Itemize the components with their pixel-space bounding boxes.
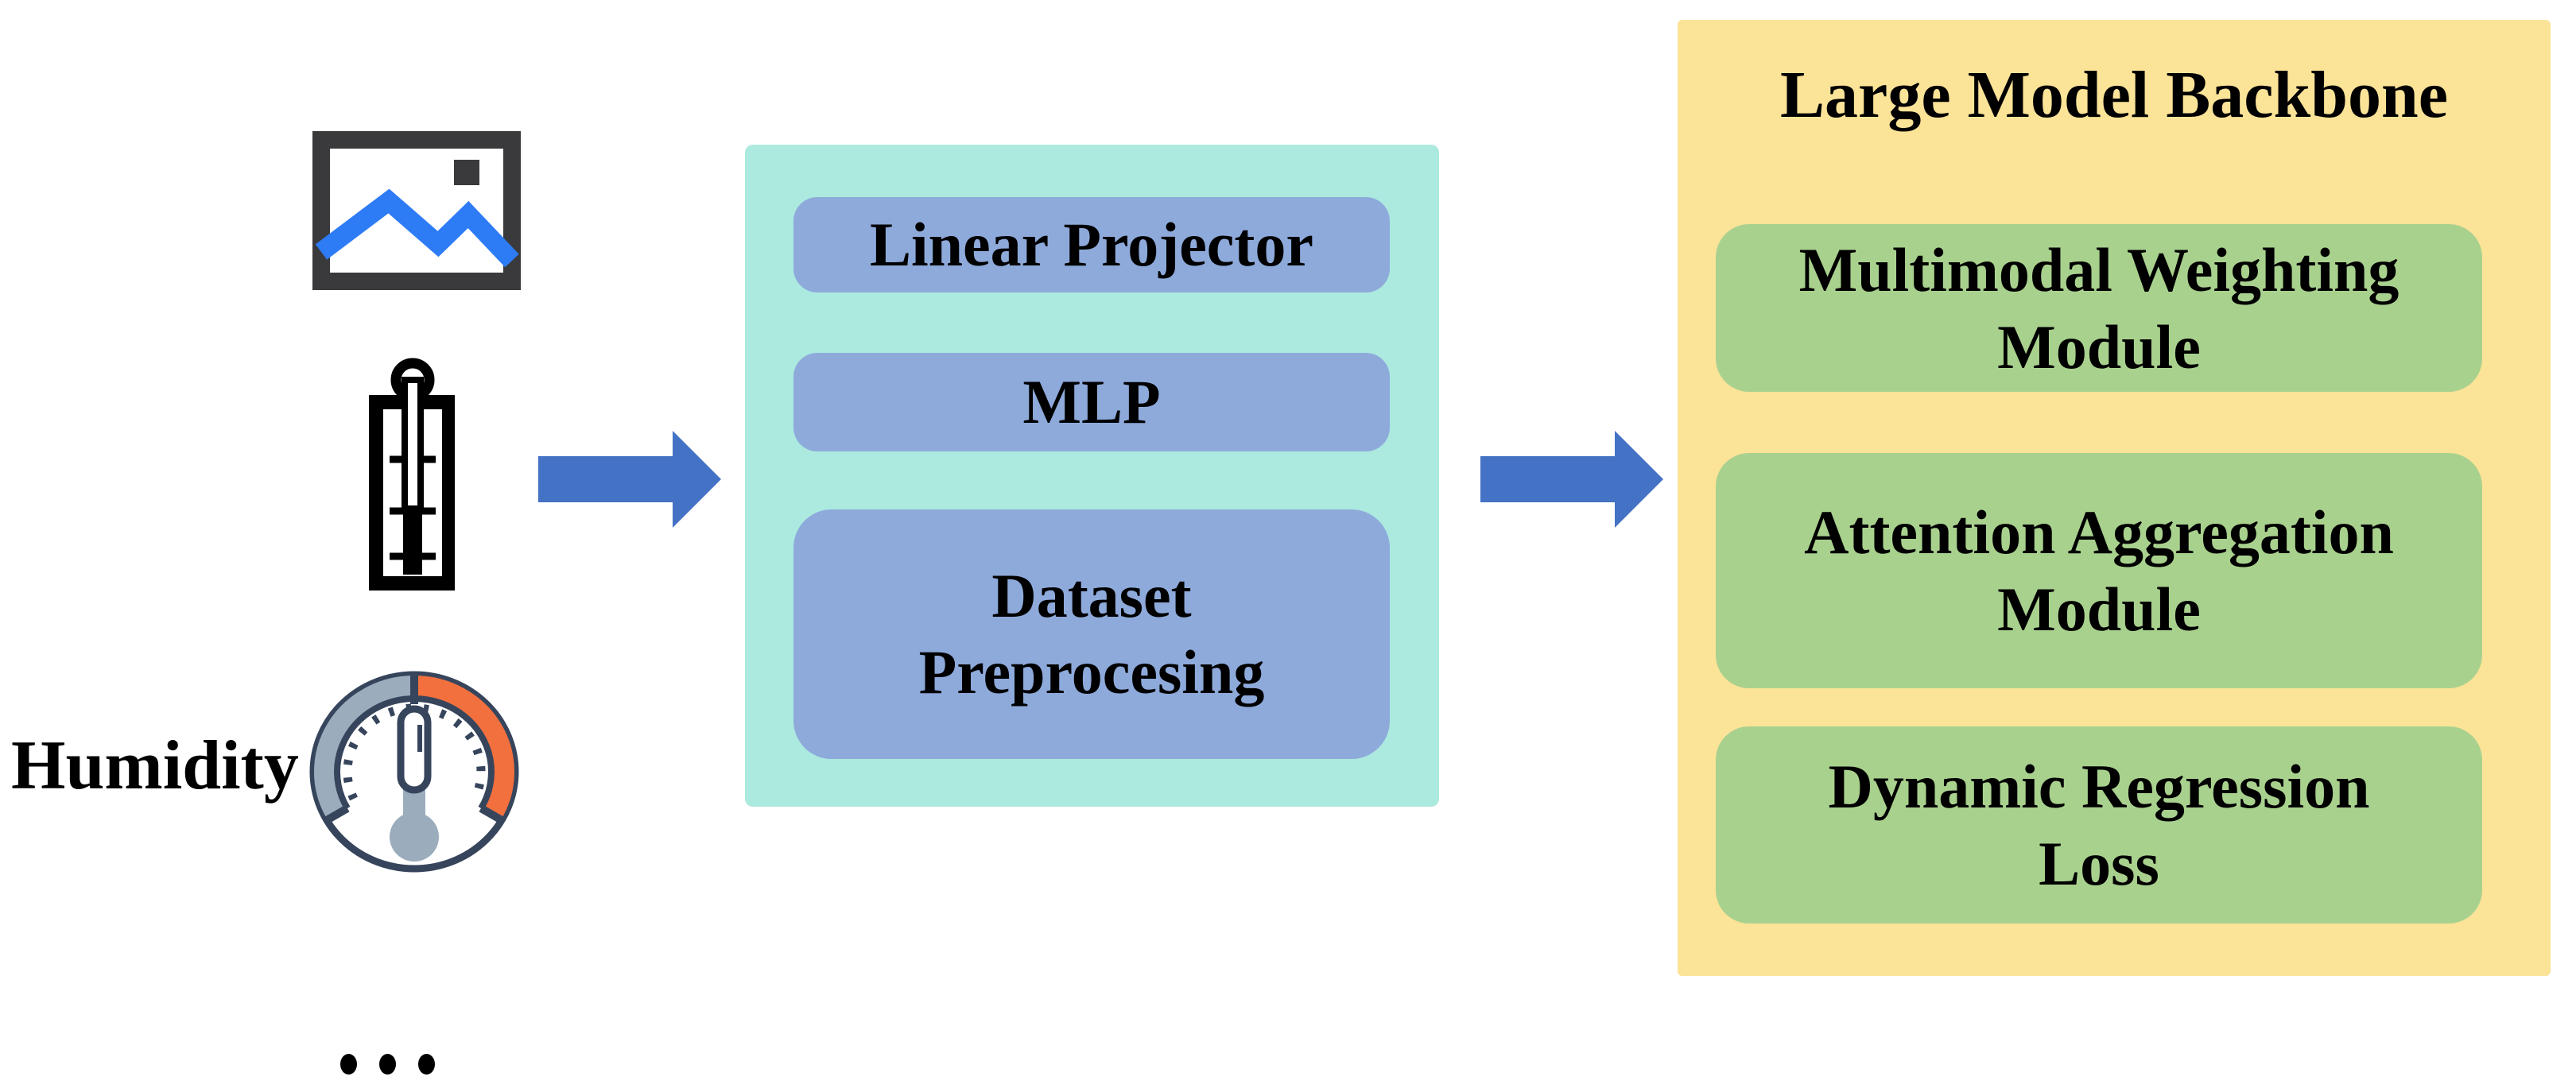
box-label: Linear Projector: [869, 210, 1314, 279]
multimodal-weighting-module-box: Multimodal Weighting Module: [1716, 224, 2482, 392]
mlp-box: MLP: [793, 353, 1390, 451]
module-label: Multimodal Weighting: [1798, 234, 2399, 304]
ellipsis-dot: [340, 1054, 357, 1075]
backbone-panel: Large Model Backbone Multimodal Weightin…: [1678, 20, 2551, 976]
ellipsis-dot: [418, 1054, 435, 1075]
box-label: Preprocesing: [918, 637, 1265, 707]
module-label: Module: [1997, 575, 2201, 644]
box-label: MLP: [1022, 367, 1161, 436]
ellipsis-dot: [379, 1054, 396, 1075]
module-label: Module: [1997, 312, 2201, 381]
image-icon: [312, 131, 521, 290]
dataset-preprocessing-box: Dataset Preprocesing: [793, 509, 1390, 759]
thermometer-icon: [369, 358, 455, 591]
module-label: Loss: [2039, 829, 2159, 898]
humidity-label: Humidity: [11, 727, 299, 804]
box-label: Dataset: [991, 561, 1192, 630]
right-arrow-icon: [538, 431, 721, 528]
backbone-title: Large Model Backbone: [1780, 58, 2448, 132]
attention-aggregation-module-box: Attention Aggregation Module: [1716, 453, 2482, 688]
module-label: Dynamic Regression: [1828, 752, 2370, 821]
humidity-gauge-icon: [309, 671, 519, 873]
dynamic-regression-loss-box: Dynamic Regression Loss: [1716, 726, 2482, 924]
projector-panel: Linear Projector MLP Dataset Preprocesin…: [745, 145, 1439, 807]
right-arrow-icon: [1480, 431, 1663, 528]
module-label: Attention Aggregation: [1804, 498, 2394, 567]
linear-projector-box: Linear Projector: [793, 197, 1390, 292]
